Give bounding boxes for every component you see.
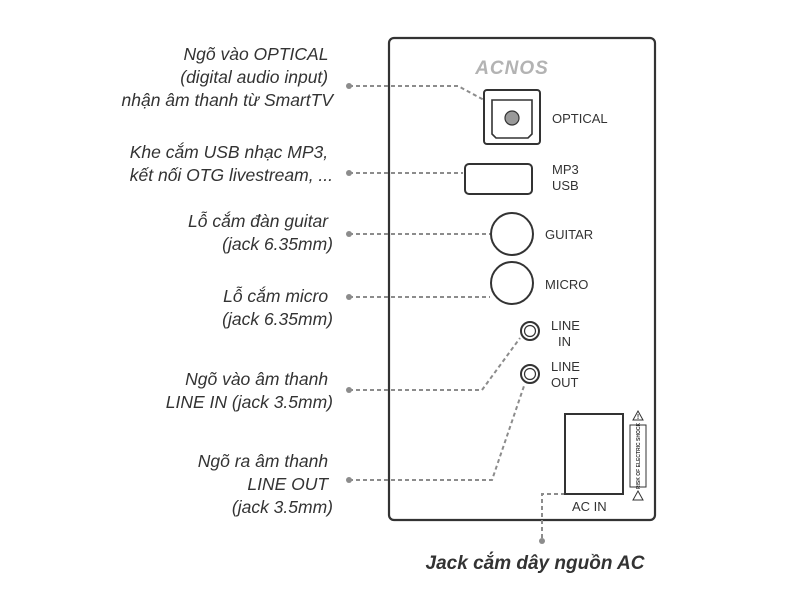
- optical-port-icon: [483, 89, 541, 145]
- micro-jack: MICRO: [490, 261, 588, 305]
- callout-usb: Khe cắm USB nhạc MP3, kết nối OTG livest…: [130, 142, 333, 185]
- ac-socket-icon: [564, 413, 624, 495]
- line-in-jack: LINE IN: [520, 318, 584, 349]
- leader-dot-line-out: [346, 477, 352, 483]
- leader-line-out: [349, 385, 525, 481]
- leader-lines: [346, 83, 565, 544]
- callout-line-out: Ngõ ra âm thanh LINE OUT (jack 3.5mm): [198, 451, 333, 517]
- line-out-label: LINE OUT: [551, 359, 584, 390]
- ac-in-label: AC IN: [572, 499, 607, 514]
- jack-3-5-icon: [520, 321, 540, 341]
- brand-logo: ACNOS: [474, 58, 549, 79]
- leader-dot-optical: [346, 83, 352, 89]
- warning-text: RISK OF ELECTRIC SHOCK: [636, 423, 642, 490]
- leader-dot-micro: [346, 294, 352, 300]
- warning-exclamation: !: [637, 414, 639, 421]
- guitar-jack: GUITAR: [490, 212, 593, 256]
- callouts: Ngõ vào OPTICAL (digital audio input) nh…: [122, 44, 336, 517]
- leader-dot-line-in: [346, 387, 352, 393]
- guitar-label: GUITAR: [545, 227, 593, 242]
- ac-caption: Jack cắm dây nguồn AC: [426, 552, 645, 574]
- usb-label: MP3 USB: [552, 162, 582, 193]
- callout-micro: Lỗ cắm micro (jack 6.35mm): [222, 286, 333, 329]
- jack-6-35-icon: [490, 261, 534, 305]
- optical-label: OPTICAL: [552, 111, 608, 126]
- leader-dot-usb: [346, 170, 352, 176]
- micro-label: MICRO: [545, 277, 588, 292]
- callout-optical: Ngõ vào OPTICAL (digital audio input) nh…: [122, 44, 336, 110]
- jack-6-35-icon: [490, 212, 534, 256]
- line-out-jack: LINE OUT: [520, 359, 584, 390]
- callout-line-in: Ngõ vào âm thanh LINE IN (jack 3.5mm): [166, 369, 333, 412]
- line-in-label: LINE IN: [551, 318, 584, 349]
- leader-line-in: [349, 337, 521, 391]
- leader-ac-in: [541, 493, 565, 540]
- leader-dot-ac-in: [539, 538, 545, 544]
- warning-triangle-icon: [632, 489, 644, 501]
- usb-port: MP3 USB: [464, 162, 582, 195]
- electric-shock-warning: ! RISK OF ELECTRIC SHOCK: [629, 409, 647, 501]
- usb-port-icon: [464, 163, 533, 195]
- callout-guitar: Lỗ cắm đàn guitar (jack 6.35mm): [188, 211, 333, 254]
- leader-optical: [349, 85, 485, 101]
- warning-triangle-icon: [632, 409, 644, 421]
- ac-in-socket: AC IN: [564, 413, 624, 514]
- jack-3-5-icon: [520, 364, 540, 384]
- leader-dot-guitar: [346, 231, 352, 237]
- optical-port: OPTICAL: [483, 89, 608, 145]
- warning-box: [629, 424, 647, 488]
